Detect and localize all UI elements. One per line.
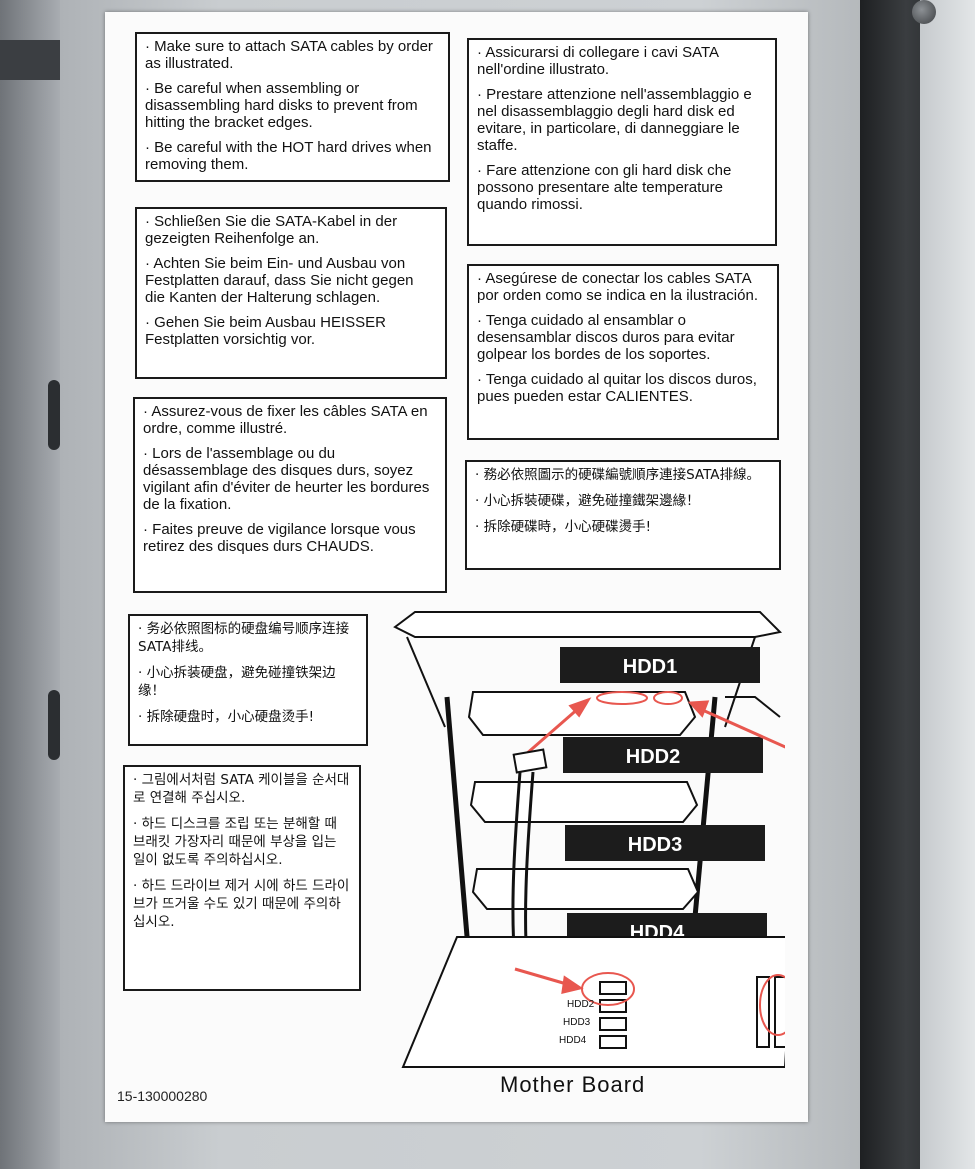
instruction-line: · Be careful when assembling or disassem… [145,80,418,131]
instruction-label: · Make sure to attach SATA cables by ord… [105,12,808,1122]
part-number: 15-130000280 [117,1088,208,1104]
instructions-traditional-chinese: · 務必依照圖示的硬碟編號順序連接SATA排線。 · 小心拆裝硬碟，避免碰撞鐵架… [465,460,781,570]
arrow-icon [514,967,584,994]
chassis-right-panel [860,0,975,1169]
hdd-cabling-diagram: HDD1 HDD2 HDD3 HDD4 [393,611,785,1068]
instruction-line: · Prestare attenzione nell'assemblaggio … [477,86,752,154]
instruction-line: · Be careful with the HOT hard drives wh… [145,139,432,173]
instruction-line: · Assicurarsi di collegare i cavi SATA n… [477,44,719,78]
instruction-line: · Tenga cuidado al quitar los discos dur… [477,371,757,405]
instruction-line: · 하드 디스크를 조립 또는 분해할 때 브래킷 가장자리 때문에 부상을 입… [133,816,337,868]
instructions-korean: · 그림에서처럼 SATA 케이블을 순서대로 연결해 주십시오. · 하드 디… [123,765,361,991]
instruction-line: · 务必依照图标的硬盘编号顺序连接SATA排线。 [138,621,350,655]
instruction-line: · Assurez-vous de fixer les câbles SATA … [143,403,428,437]
instructions-spanish: · Asegúrese de conectar los cables SATA … [467,264,779,440]
instruction-line: · Schließen Sie die SATA-Kabel in der ge… [145,213,398,247]
sata-ports-right [756,976,785,1048]
instruction-line: · Achten Sie beim Ein- und Ausbau von Fe… [145,255,414,306]
bracket-rail [444,696,473,973]
screw [912,0,936,24]
port-labels-left: HDD2 HDD3 HDD4 [559,999,595,1046]
instructions-italian: · Assicurarsi di collegare i cavi SATA n… [467,38,777,246]
bracket-top [393,611,783,638]
bracket-edge [725,696,781,718]
drive-label: HDD3 [628,834,682,856]
instruction-line: · Fare attenzione con gli hard disk che … [477,162,732,213]
instruction-line: · 拆除硬盘时，小心硬盘烫手! [138,709,314,725]
port-label: HDD2 [567,999,595,1010]
drive-bar-1 [560,647,760,683]
instruction-line: · 小心拆装硬盘，避免碰撞铁架边缘！ [138,665,336,699]
drive-tray [467,691,697,736]
port-label: HDD3 [563,1017,591,1028]
chassis-edge [920,0,975,1169]
drive-tray [469,781,699,823]
connector-highlight [653,691,683,705]
port-label: HDD4 [559,1035,587,1046]
instruction-line: · Faites preuve de vigilance lorsque vou… [143,521,416,555]
instruction-line: · 拆除硬碟時，小心硬碟燙手! [475,519,651,535]
instruction-line: · Lors de l'assemblage ou du désassembla… [143,445,430,513]
bracket-edge [406,636,446,728]
connector-highlight [596,691,648,705]
drive-label: HDD1 [623,656,677,678]
instruction-line: · 務必依照圖示的硬碟編號順序連接SATA排線。 [475,467,761,483]
sata-ports-left [599,981,627,1049]
instruction-line: · Make sure to attach SATA cables by ord… [145,38,433,72]
port-highlight [759,974,785,1036]
instruction-line: · Gehen Sie beim Ausbau HEISSER Festplat… [145,314,386,348]
instruction-line: · Asegúrese de conectar los cables SATA … [477,270,758,304]
instruction-line: · 小心拆裝硬碟，避免碰撞鐵架邊緣！ [475,493,700,509]
drive-bar-2 [563,737,763,773]
drive-bar-3 [565,825,765,861]
instruction-line: · 하드 드라이브 제거 시에 하드 드라이브가 뜨거울 수도 있기 때문에 주… [133,878,350,930]
instructions-english: · Make sure to attach SATA cables by ord… [135,32,450,182]
instructions-french: · Assurez-vous de fixer les câbles SATA … [133,397,447,593]
motherboard-label: Mother Board [500,1072,646,1097]
instruction-line: · 그림에서처럼 SATA 케이블을 순서대로 연결해 주십시오. [133,772,350,806]
drive-label: HDD2 [626,746,680,768]
instruction-line: · Tenga cuidado al ensamblar o desensamb… [477,312,735,363]
chassis-slot [48,380,60,450]
arrow-icon [524,697,785,757]
drive-trays [467,691,700,910]
instructions-simplified-chinese: · 务必依照图标的硬盘编号顺序连接SATA排线。 · 小心拆装硬盘，避免碰撞铁架… [128,614,368,746]
instructions-german: · Schließen Sie die SATA-Kabel in der ge… [135,207,447,379]
drive-tray [471,868,700,910]
chassis-slot [48,690,60,760]
